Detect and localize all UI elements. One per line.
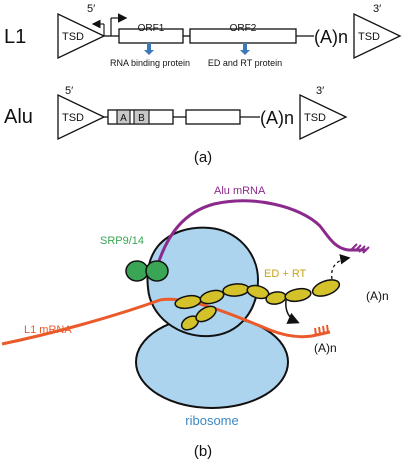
alu-right-monomer <box>185 109 241 125</box>
alu-label: Alu <box>4 106 33 128</box>
alu-tsd-left-triangle <box>57 93 106 141</box>
ed-rt-label: ED + RT <box>264 268 307 280</box>
l1-mrna-polya-tail <box>314 324 329 336</box>
l1-structure: L1 TSD 5′ ORF1 ORF2 (A)n TSD 3′ RNA bind… <box>4 3 402 68</box>
l1-label: L1 <box>4 26 26 48</box>
l1-orf1-down-arrow <box>144 43 154 55</box>
alu-box-a <box>116 109 131 125</box>
translation-diagram: L1 mRNA Alu mRNA SRP9/14 ED + RT (A)n (A… <box>1 185 389 428</box>
ed-rt-to-l1-arrow <box>285 299 300 324</box>
alu-polya: (A)n <box>260 108 294 128</box>
ed-rt-to-alu-dashed-arrow <box>330 254 351 280</box>
l1-tsd-left-triangle <box>57 12 106 60</box>
l1-orf1-label: ORF1 <box>138 23 165 34</box>
protein-bead-9 <box>311 279 341 297</box>
srp-label: SRP9/14 <box>100 235 144 247</box>
l1-polya: (A)n <box>314 27 348 47</box>
ribosome-label: ribosome <box>185 413 238 428</box>
srp9-subunit <box>125 260 149 282</box>
alu-mrna-strand <box>156 199 349 265</box>
l1-three-prime: 3′ <box>373 3 381 15</box>
alu-box-b <box>133 109 150 125</box>
panel-b-label: (b) <box>194 443 212 460</box>
alu-three-prime: 3′ <box>316 85 324 97</box>
l1-orf2-down-arrow <box>240 43 250 55</box>
alu-mrna-label: Alu mRNA <box>214 185 266 197</box>
l1-tsd-right-triangle <box>353 12 402 60</box>
alu-tsd-right-label: TSD <box>304 112 326 124</box>
l1-five-prime: 5′ <box>87 3 95 15</box>
l1-mrna-label: L1 mRNA <box>24 324 72 336</box>
l1-orf1-product: RNA binding protein <box>110 58 190 68</box>
alu-box-b-label: B <box>138 113 145 124</box>
l1-mrna-tail-stem <box>311 330 331 338</box>
alu-box-a-label: A <box>120 113 127 124</box>
polya-lower-label: (A)n <box>314 341 337 355</box>
l1-tsd-right-label: TSD <box>358 31 380 43</box>
alu-five-prime: 5′ <box>65 85 73 97</box>
alu-tsd-left-label: TSD <box>62 112 84 124</box>
ed-rt-protein-chain <box>174 279 341 331</box>
srp14-subunit <box>145 260 169 282</box>
protein-bead-2 <box>195 305 217 323</box>
l1-orf2-product: ED and RT protein <box>208 58 282 68</box>
l1-orf2-label: ORF2 <box>230 23 257 34</box>
l1-tsd-left-label: TSD <box>62 31 84 43</box>
alu-tsd-right-triangle <box>299 93 348 141</box>
protein-bead-8 <box>284 287 312 303</box>
polya-upper-label: (A)n <box>366 289 389 303</box>
alu-structure: Alu TSD 5′ A B (A)n TSD 3′ <box>4 85 348 141</box>
alu-mrna-polya-tail <box>350 243 370 254</box>
protein-bead-4 <box>199 289 225 305</box>
panel-a-label: (a) <box>194 149 212 166</box>
